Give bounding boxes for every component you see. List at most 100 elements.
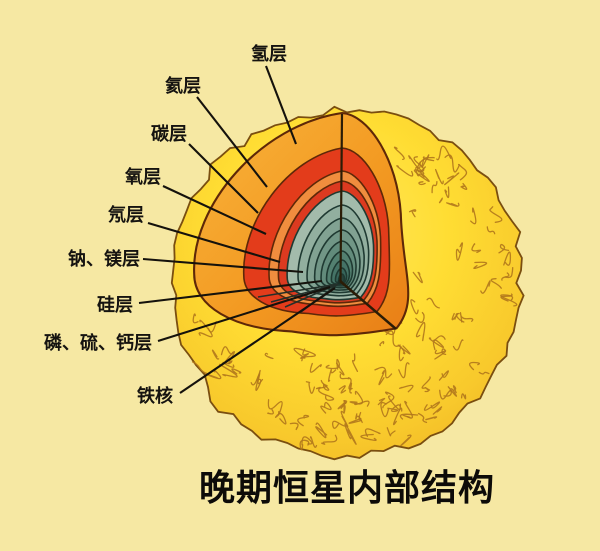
texture-squiggle xyxy=(302,348,309,358)
texture-squiggle xyxy=(444,172,460,186)
vertical-cut-edge xyxy=(339,113,344,282)
texture-squiggle xyxy=(434,349,446,360)
texture-squiggle xyxy=(438,370,449,381)
texture-squiggle xyxy=(393,146,405,161)
texture-squiggle xyxy=(468,361,481,371)
texture-squiggle xyxy=(473,261,488,270)
texture-squiggle xyxy=(404,400,413,419)
leader-lines xyxy=(138,65,336,394)
surface-texture-squiggles xyxy=(191,145,518,451)
texture-squiggle xyxy=(471,243,482,254)
texture-squiggle xyxy=(435,169,444,185)
texture-squiggle xyxy=(351,353,359,373)
texture-squiggle xyxy=(374,366,393,379)
layer-label-6: 硅层 xyxy=(97,294,133,315)
leader-line-8 xyxy=(179,287,336,394)
texture-squiggle xyxy=(309,436,318,448)
texture-squiggle xyxy=(452,385,457,394)
texture-squiggle xyxy=(219,363,238,378)
layer-label-1: 氦层 xyxy=(165,75,201,96)
texture-squiggle xyxy=(387,395,402,411)
texture-squiggle xyxy=(412,271,423,284)
texture-squiggle xyxy=(274,412,287,425)
layer-label-0: 氢层 xyxy=(251,43,287,64)
texture-squiggle xyxy=(396,165,414,177)
texture-squiggle xyxy=(339,373,350,380)
texture-squiggle xyxy=(503,251,512,266)
texture-squiggle xyxy=(340,410,349,427)
texture-squiggle xyxy=(349,382,353,394)
leader-line-6 xyxy=(138,279,323,305)
texture-squiggle xyxy=(490,278,502,289)
diagram-title: 晚期恒星内部结构 xyxy=(199,467,495,508)
texture-squiggle xyxy=(387,404,401,413)
texture-squiggle xyxy=(426,297,440,309)
texture-squiggle xyxy=(355,413,363,424)
texture-squiggle xyxy=(455,312,465,323)
texture-squiggle xyxy=(500,294,518,307)
texture-squiggle xyxy=(325,358,341,370)
texture-squiggle xyxy=(397,344,411,355)
texture-squiggle xyxy=(398,347,406,362)
texture-squiggle xyxy=(385,330,401,347)
texture-squiggle xyxy=(320,401,332,414)
texture-squiggle xyxy=(410,299,419,315)
texture-squiggle xyxy=(431,181,438,194)
texture-squiggle xyxy=(315,422,328,439)
layer-label-8: 铁核 xyxy=(137,385,173,406)
texture-squiggle xyxy=(458,164,468,181)
layer-label-7: 磷、硫、钙层 xyxy=(44,332,152,353)
texture-squiggle xyxy=(382,391,395,409)
texture-squiggle xyxy=(452,339,464,351)
texture-squiggle xyxy=(305,381,316,394)
texture-squiggle xyxy=(337,400,348,410)
texture-squiggle xyxy=(364,428,381,437)
texture-squiggle xyxy=(255,369,262,391)
texture-squiggle xyxy=(460,182,468,191)
texture-squiggle xyxy=(460,393,467,400)
texture-squiggle xyxy=(423,401,441,411)
bottom-face-edge-line xyxy=(257,283,339,298)
texture-squiggle xyxy=(398,362,410,379)
texture-squiggle xyxy=(400,434,412,447)
texture-squiggle xyxy=(413,156,425,173)
texture-squiggle xyxy=(327,368,337,382)
texture-squiggle xyxy=(348,411,362,424)
leader-line-4 xyxy=(147,221,281,264)
texture-squiggle xyxy=(211,349,220,360)
texture-squiggle xyxy=(191,361,208,375)
texture-squiggle xyxy=(446,202,460,207)
texture-squiggle xyxy=(444,186,450,199)
texture-squiggle xyxy=(380,401,390,418)
texture-squiggle xyxy=(398,384,414,393)
layer-label-3: 氧层 xyxy=(124,166,161,187)
texture-squiggle xyxy=(198,319,213,338)
texture-squiggle xyxy=(309,362,322,373)
texture-squiggle xyxy=(301,436,313,446)
texture-squiggle xyxy=(424,387,431,393)
texture-squiggle xyxy=(498,243,510,254)
texture-squiggle xyxy=(267,408,274,415)
texture-squiggle xyxy=(489,206,503,223)
texture-squiggle xyxy=(418,181,426,186)
texture-squiggle xyxy=(424,156,435,162)
texture-squiggle xyxy=(441,348,447,356)
texture-squiggle xyxy=(318,387,335,401)
texture-squiggle xyxy=(349,390,364,405)
texture-squiggle xyxy=(415,322,426,342)
texture-squiggle xyxy=(321,434,338,445)
texture-squiggle xyxy=(415,166,425,178)
texture-squiggle xyxy=(220,346,234,356)
texture-squiggle xyxy=(399,413,419,420)
texture-squiggle xyxy=(470,207,477,225)
leader-line-7 xyxy=(157,285,331,343)
texture-squiggle xyxy=(231,368,242,375)
texture-squiggle xyxy=(335,362,345,376)
leader-line-3 xyxy=(162,185,267,235)
texture-squiggle xyxy=(360,433,377,441)
texture-squiggle xyxy=(425,416,438,421)
texture-squiggle xyxy=(289,422,299,431)
texture-squiggle xyxy=(408,155,421,169)
texture-squiggle xyxy=(447,386,458,397)
